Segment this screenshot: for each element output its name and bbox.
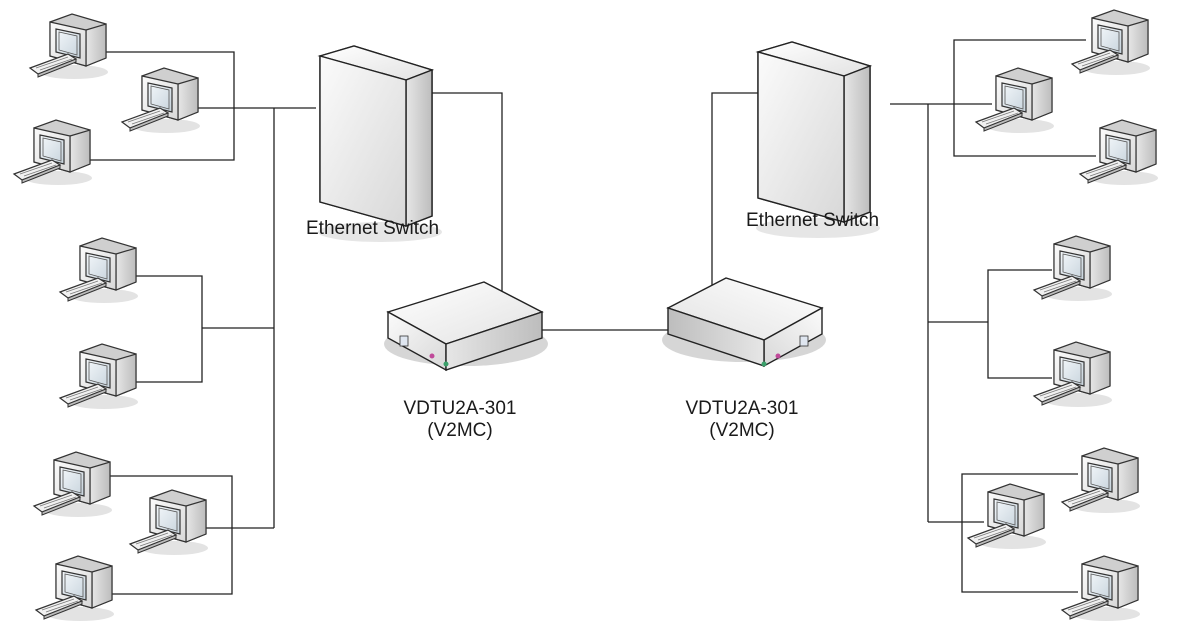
workstation-icon [129, 489, 209, 556]
network-links [88, 39, 1096, 595]
workstation-icon [59, 237, 139, 304]
converter-model: VDTU2A-301 [403, 398, 517, 419]
converter-alias: (V2MC) [427, 420, 493, 441]
workstation-icon [59, 343, 139, 410]
workstation-icon [33, 451, 113, 518]
switch-label-text: Ethernet Switch [306, 218, 440, 239]
workstation-icon [1061, 555, 1141, 622]
workstation-icon [13, 119, 93, 186]
workstation-icon [1061, 447, 1141, 514]
switch-label-text: Ethernet Switch [746, 210, 880, 231]
converter-model: VDTU2A-301 [685, 398, 799, 419]
converter-label-left: VDTU2A-301 (V2MC) [396, 398, 524, 442]
media-converter-right [661, 277, 827, 367]
workstation-icon [1071, 9, 1151, 76]
workstation-icon [967, 483, 1047, 550]
ethernet-switch-left [317, 45, 443, 243]
media-converter-left [383, 281, 549, 371]
ethernet-switch-right [755, 41, 881, 239]
switch-label-right: Ethernet Switch [746, 210, 879, 232]
workstation-icon [29, 13, 109, 80]
converter-label-right: VDTU2A-301 (V2MC) [678, 398, 806, 442]
workstation-icon [121, 67, 201, 134]
workstation-icon [1079, 119, 1159, 186]
switch-label-left: Ethernet Switch [306, 218, 439, 240]
workstation-icon [975, 67, 1055, 134]
workstation-icon [1033, 235, 1113, 302]
converter-alias: (V2MC) [709, 420, 775, 441]
workstation-icon [1033, 341, 1113, 408]
workstation-icon [35, 555, 115, 622]
